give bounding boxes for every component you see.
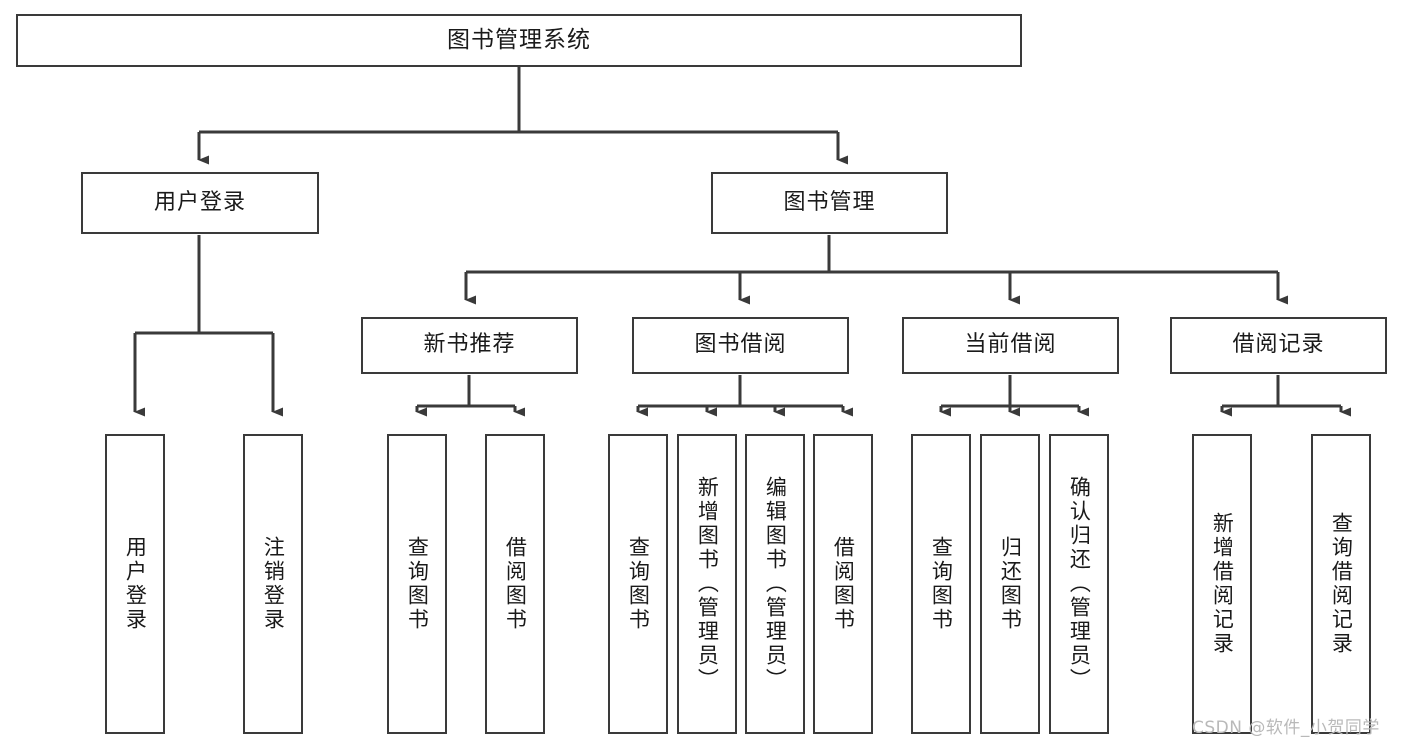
node-label: 查询借阅记录 (1329, 512, 1354, 656)
node-borrow-record[interactable]: 借阅记录 (1170, 317, 1387, 374)
node-root-system[interactable]: 图书管理系统 (16, 14, 1022, 67)
leaf-user-login[interactable]: 用户登录 (105, 434, 165, 734)
leaf-current-confirm-return-admin[interactable]: 确认归还（管理员） (1049, 434, 1109, 734)
node-label: 确认归还（管理员） (1067, 476, 1092, 692)
leaf-borrow-borrow-book[interactable]: 借阅图书 (813, 434, 873, 734)
node-label: 图书管理 (783, 189, 876, 215)
node-label: 当前借阅 (964, 332, 1057, 358)
node-label: 注销登录 (261, 536, 286, 632)
leaf-current-return-book[interactable]: 归还图书 (980, 434, 1040, 734)
leaf-newbook-query-book[interactable]: 查询图书 (387, 434, 447, 734)
node-label: 图书借阅 (694, 332, 787, 358)
node-label: 借阅图书 (503, 536, 528, 632)
leaf-borrow-add-book-admin[interactable]: 新增图书（管理员） (677, 434, 737, 734)
leaf-borrow-edit-book-admin[interactable]: 编辑图书（管理员） (745, 434, 805, 734)
node-label: 用户登录 (153, 189, 246, 215)
watermark-text: CSDN @软件_小贺同学 (1192, 718, 1380, 738)
leaf-record-add-record[interactable]: 新增借阅记录 (1192, 434, 1252, 734)
leaf-current-query-book[interactable]: 查询图书 (911, 434, 971, 734)
node-label: 新增借阅记录 (1210, 512, 1235, 656)
node-label: 借阅记录 (1232, 332, 1325, 358)
leaf-record-query-record[interactable]: 查询借阅记录 (1311, 434, 1371, 734)
node-label: 借阅图书 (831, 536, 856, 632)
node-book-borrow[interactable]: 图书借阅 (632, 317, 849, 374)
node-label: 查询图书 (626, 536, 651, 632)
node-new-book-recommend[interactable]: 新书推荐 (361, 317, 578, 374)
node-book-manage[interactable]: 图书管理 (711, 172, 948, 234)
leaf-borrow-query-book[interactable]: 查询图书 (608, 434, 668, 734)
leaf-newbook-borrow-book[interactable]: 借阅图书 (485, 434, 545, 734)
node-label: 查询图书 (405, 536, 430, 632)
node-user-login[interactable]: 用户登录 (81, 172, 319, 234)
node-current-borrow[interactable]: 当前借阅 (902, 317, 1119, 374)
node-label: 归还图书 (998, 536, 1023, 632)
leaf-logout[interactable]: 注销登录 (243, 434, 303, 734)
node-label: 新书推荐 (423, 332, 516, 358)
node-label: 图书管理系统 (447, 26, 591, 53)
node-label: 用户登录 (123, 536, 148, 632)
node-label: 编辑图书（管理员） (763, 476, 788, 692)
node-label: 查询图书 (929, 536, 954, 632)
node-label: 新增图书（管理员） (695, 476, 720, 692)
